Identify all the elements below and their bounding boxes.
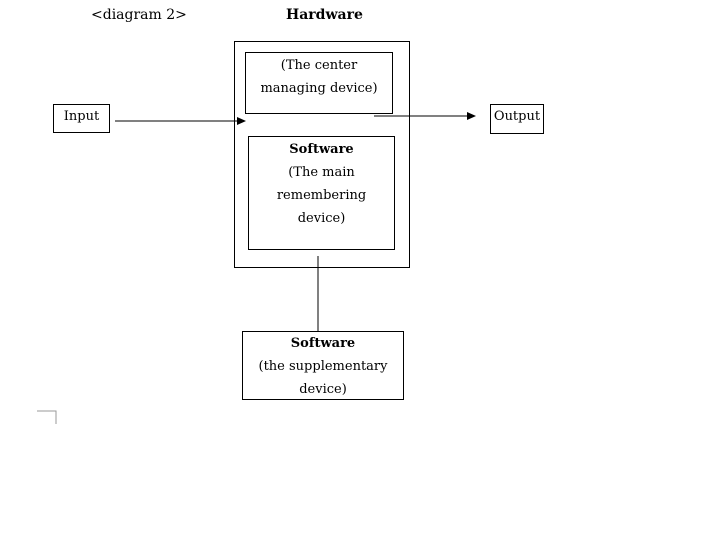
- supplementary-title: Software: [290, 336, 356, 351]
- diagram-caption: <diagram 2>: [91, 7, 187, 23]
- hardware-box: [234, 41, 410, 268]
- input-label: Input: [63, 109, 100, 124]
- main-memory-line-2: remembering: [276, 188, 367, 203]
- main-memory-line-1: (The main: [288, 165, 355, 180]
- main-memory-title: Software: [289, 142, 354, 157]
- center-device-line-2: managing device): [260, 81, 378, 96]
- corner-mark: [37, 410, 57, 424]
- output-label: Output: [493, 109, 541, 124]
- main-memory-line-3: device): [297, 211, 346, 226]
- supplementary-line-2: device): [299, 382, 347, 397]
- supplementary-line-1: (the supplementary: [258, 359, 388, 374]
- center-device-line-1: (The center: [280, 58, 358, 73]
- output-box: Output: [490, 104, 544, 134]
- input-box: Input: [53, 104, 110, 133]
- center-managing-device-box: (The center managing device): [245, 52, 393, 114]
- supplementary-device-box: Software (the supplementary device): [242, 331, 404, 400]
- hardware-title: Hardware: [286, 7, 363, 23]
- main-remembering-device-box: Software (The main remembering device): [248, 136, 395, 250]
